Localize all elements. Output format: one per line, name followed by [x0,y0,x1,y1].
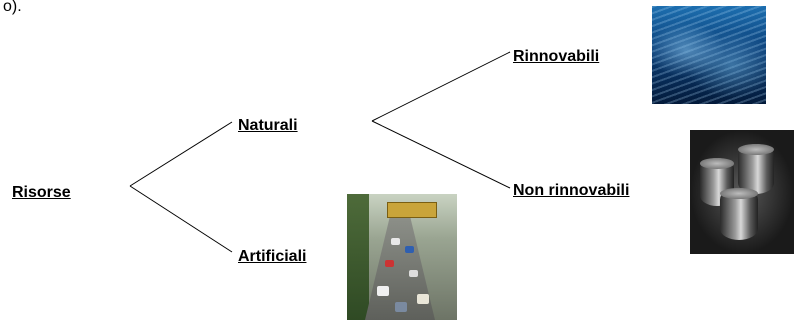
car-shape [391,238,400,245]
node-non-rinnovabili: Non rinnovabili [513,182,630,199]
car-shape [377,286,389,296]
roadside-trees [347,194,369,320]
node-artificiali: Artificiali [238,248,307,265]
oil-barrels-image [690,130,794,254]
node-risorse: Risorse [12,184,71,201]
highway-traffic-image [347,194,457,320]
car-shape [417,294,429,304]
barrel-shape [720,188,758,240]
intro-text-fragment: o). [3,0,22,15]
car-shape [385,260,394,267]
barrel-shape [738,144,774,194]
node-rinnovabili: Rinnovabili [513,48,600,65]
car-shape [409,270,418,277]
connector-root-artificial [129,185,233,253]
connector-root-natural [129,121,233,187]
underwater-fish-image [652,6,766,104]
overhead-road-sign [387,202,437,218]
node-naturali: Naturali [238,117,298,134]
car-shape [395,302,407,312]
connector-natural-renewable [371,51,511,122]
car-shape [405,246,414,253]
connector-natural-nonrenewable [371,120,511,189]
